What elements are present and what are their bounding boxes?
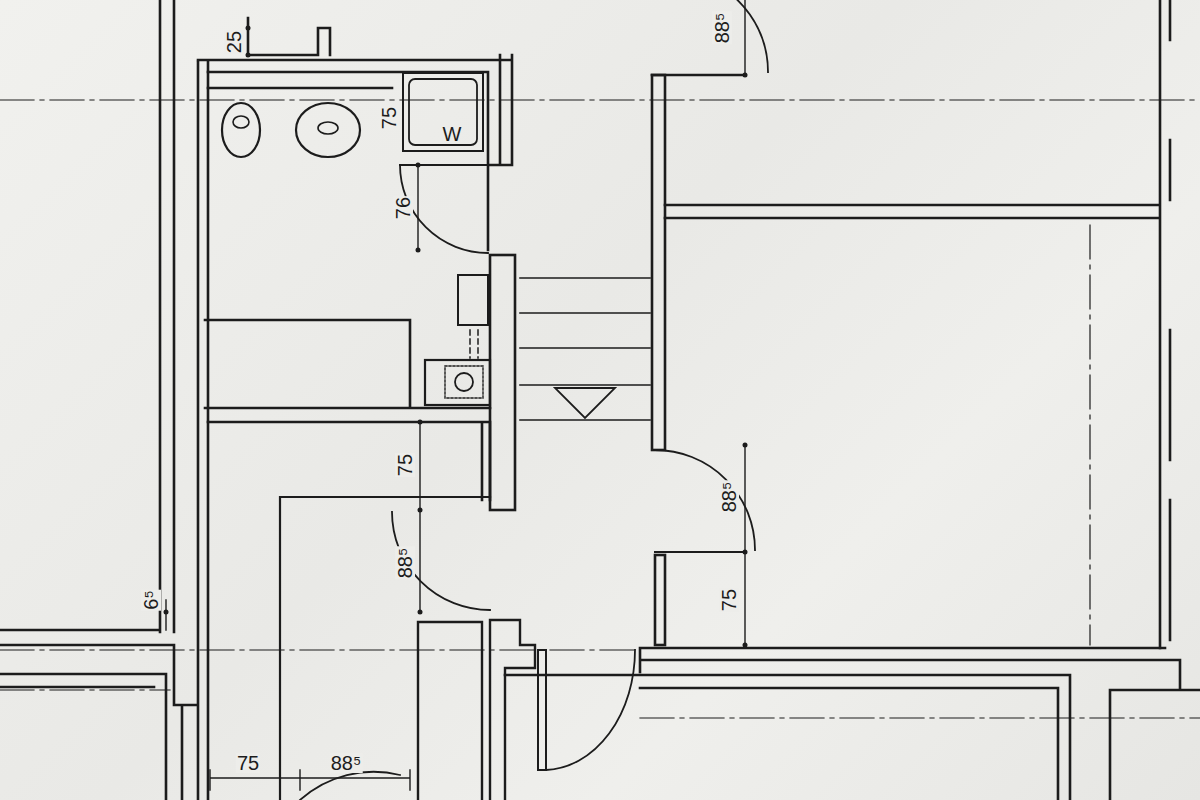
wall (280, 497, 490, 800)
toilet-seat (233, 116, 249, 128)
toilet-symbol (222, 103, 260, 157)
sink-symbol (296, 103, 360, 157)
wall (0, 0, 208, 800)
dimension-tick (743, 73, 748, 78)
dimension-tick (418, 508, 423, 513)
door-leaf (538, 650, 546, 770)
dimension-label: 88⁵ (719, 481, 739, 514)
wall (490, 255, 515, 510)
washer-box: W (402, 72, 484, 152)
door-swing (655, 450, 755, 550)
dimension-line (166, 0, 745, 790)
dimension-tick (416, 248, 421, 253)
stove-ring (455, 373, 473, 391)
dimension-tick (418, 420, 423, 425)
dimension-label: 75 (395, 453, 415, 477)
wall (655, 555, 665, 645)
stove-symbol (425, 360, 490, 405)
dimension-tick (246, 26, 251, 31)
dimension-label: 75 (379, 106, 399, 130)
axis-line (0, 100, 1200, 718)
dimension-label: 88⁵ (395, 547, 415, 580)
door-swing (400, 165, 488, 253)
dimension-tick (418, 610, 423, 615)
stair-tread (520, 278, 650, 420)
dimension-label: 76 (393, 196, 413, 220)
door-swing (392, 512, 490, 610)
dimension-tick (416, 163, 421, 168)
wall (652, 0, 1170, 648)
door-leaf (655, 551, 745, 553)
door-swing (546, 650, 635, 770)
dimension-tick (743, 550, 748, 555)
dimension-label: 6⁵ (141, 589, 161, 610)
stair-arrow (555, 388, 615, 418)
dimension-tick (743, 643, 748, 648)
node-text: W (425, 124, 462, 150)
dimension-label: 88⁵ (712, 12, 732, 45)
door-leaf (400, 164, 488, 166)
pipe (470, 330, 478, 358)
dimension-tick (743, 443, 748, 448)
door-swing (300, 772, 400, 800)
dimension-tick (246, 53, 251, 58)
wall (505, 648, 1200, 800)
sink-basin (318, 122, 338, 134)
appliance (458, 275, 488, 325)
door-swing (702, 0, 768, 72)
dimension-label: 25 (224, 30, 244, 54)
stove-inner (445, 366, 483, 398)
wall (205, 320, 490, 500)
dimension-label: 88⁵ (330, 753, 363, 773)
wall (198, 18, 512, 250)
wall (652, 75, 665, 450)
dimension-tick (164, 610, 169, 615)
wall (418, 620, 535, 800)
dimension-label: 75 (719, 588, 739, 612)
dimension-label: 75 (236, 753, 260, 773)
